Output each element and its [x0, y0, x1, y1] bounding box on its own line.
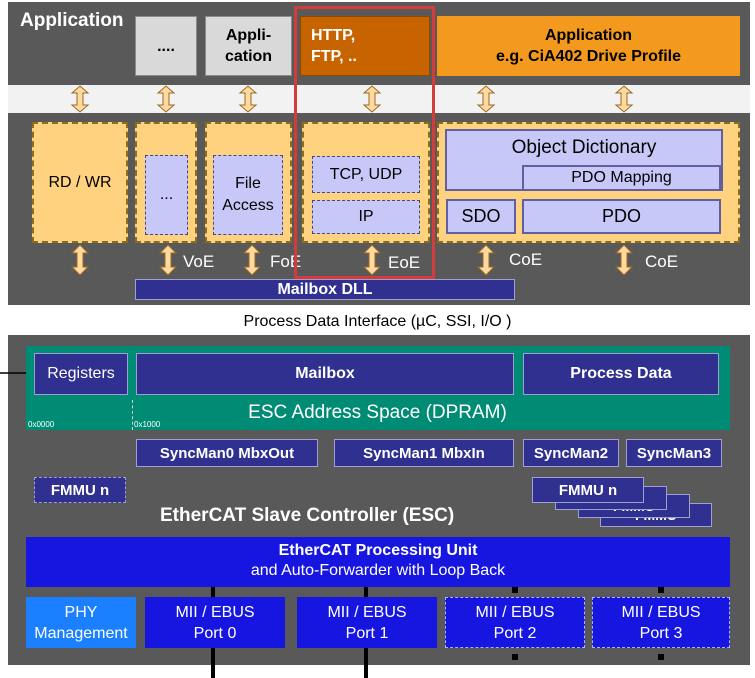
- syncman3-box: SyncMan3: [626, 439, 722, 467]
- tcp-udp-box: TCP, UDP: [312, 156, 420, 193]
- port0-line-top: [211, 587, 215, 597]
- process-data-box: Process Data: [523, 353, 719, 395]
- port2-line-top: [512, 587, 518, 593]
- foe-label: FoE: [270, 252, 302, 271]
- address-space-label: ESC Address Space (DPRAM): [248, 402, 507, 423]
- registers-box: Registers: [34, 353, 128, 395]
- arrow-app-coe-left: [476, 85, 496, 113]
- arrow-coe-right-down: [614, 244, 634, 276]
- arrow-app-dots: [156, 85, 176, 113]
- ip-box: IP: [312, 200, 420, 234]
- tcp-udp-label: TCP, UDP: [329, 165, 403, 183]
- mailbox-dll-label: Mailbox DLL: [277, 280, 373, 298]
- mailbox-dll-bar: Mailbox DLL: [135, 279, 515, 300]
- port3-box: MII / EBUS Port 3: [592, 597, 730, 648]
- port3-label: MII / EBUS Port 3: [621, 603, 701, 642]
- app-drive-profile-label: Application e.g. CiA402 Drive Profile: [496, 27, 681, 65]
- coe-right-label: CoE: [645, 252, 679, 271]
- fmmu-left-label: FMMU n: [50, 481, 110, 499]
- app-dots-label: ....: [157, 37, 175, 55]
- processing-unit-title: EtherCAT Processing Unit: [278, 542, 478, 559]
- port2-box: MII / EBUS Port 2: [445, 597, 585, 648]
- mailbox-box: Mailbox: [136, 353, 514, 395]
- port2-label: MII / EBUS Port 2: [475, 603, 555, 642]
- addr-0000-label: 0x0000: [28, 420, 55, 429]
- arrow-foe-down: [242, 244, 262, 276]
- pdo-label: PDO: [601, 206, 641, 226]
- port1-line-bottom: [364, 648, 368, 678]
- file-access-label: File Access: [222, 175, 274, 214]
- syncman2-box: SyncMan2: [523, 439, 619, 467]
- sdo-label: SDO: [461, 206, 501, 226]
- syncman0-label: SyncMan0 MbxOut: [159, 444, 295, 462]
- syncman3-label: SyncMan3: [636, 444, 712, 462]
- fmmu-right-box: FMMU n: [532, 477, 644, 503]
- app-drive-profile-box: Application e.g. CiA402 Drive Profile: [437, 16, 740, 76]
- port0-box: MII / EBUS Port 0: [145, 597, 285, 648]
- port3-line-bottom: [658, 654, 664, 660]
- port0-line-bottom: [211, 648, 215, 678]
- port1-label: MII / EBUS Port 1: [327, 603, 407, 642]
- sdo-box: SDO: [446, 199, 516, 234]
- arrow-app-appli: [238, 85, 258, 113]
- arrow-app-rdwr: [70, 85, 90, 113]
- syncman1-box: SyncMan1 MbxIn: [334, 439, 514, 467]
- application-label: Application: [20, 10, 124, 31]
- syncman2-label: SyncMan2: [533, 444, 609, 462]
- port1-box: MII / EBUS Port 1: [297, 597, 437, 648]
- arrow-app-http: [362, 85, 382, 113]
- app-application-label: Appli- cation: [224, 27, 273, 65]
- address-divider: [132, 400, 133, 430]
- app-application-box: Appli- cation: [205, 16, 292, 76]
- addr-1000-label: 0x1000: [134, 420, 161, 429]
- arrow-voe-down: [158, 244, 178, 276]
- rdwr-box: RD / WR: [32, 122, 128, 243]
- coe-left-label: CoE: [509, 250, 543, 269]
- voe-label: VoE: [183, 252, 215, 271]
- pdo-box: PDO: [522, 199, 721, 234]
- app-http-box: HTTP, FTP, ..: [300, 16, 430, 76]
- syncman1-label: SyncMan1 MbxIn: [363, 444, 485, 462]
- pdo-mapping-label: PDO Mapping: [571, 169, 672, 186]
- ip-label: IP: [358, 208, 374, 225]
- esc-title: EtherCAT Slave Controller (ESC): [160, 505, 455, 526]
- voe-inner-label: ...: [159, 186, 174, 203]
- phy-management-box: PHY Management: [26, 597, 136, 648]
- eoe-highlight-frame: [294, 6, 435, 279]
- processing-unit-subtitle: and Auto-Forwarder with Loop Back: [250, 562, 506, 579]
- syncman0-box: SyncMan0 MbxOut: [136, 439, 318, 467]
- object-dictionary-label: Object Dictionary: [511, 137, 657, 158]
- arrow-app-coe-right: [614, 85, 634, 113]
- port3-line-top: [658, 587, 664, 593]
- fmmu-left-box: FMMU n: [34, 477, 126, 503]
- app-http-label: HTTP, FTP, ..: [311, 27, 357, 65]
- voe-inner-box: ...: [145, 155, 188, 235]
- phy-management-label: PHY Management: [34, 603, 128, 642]
- processing-unit-box: EtherCAT Processing Unit and Auto-Forwar…: [26, 537, 730, 587]
- arrow-rdwr-down: [70, 244, 90, 276]
- port2-line-bottom: [512, 654, 518, 660]
- registers-label: Registers: [47, 365, 115, 382]
- pdo-mapping-box: PDO Mapping: [522, 165, 721, 191]
- mailbox-label: Mailbox: [295, 365, 355, 382]
- arrow-coe-left-down: [476, 244, 496, 276]
- arrow-eoe-down: [362, 244, 382, 276]
- port1-line-top: [364, 587, 368, 597]
- pdi-label: Process Data Interface (µC, SSI, I/O ): [243, 313, 512, 330]
- rdwr-label: RD / WR: [48, 173, 112, 191]
- app-dots-box: ....: [135, 16, 197, 76]
- port0-label: MII / EBUS Port 0: [175, 603, 255, 642]
- process-data-label: Process Data: [570, 365, 672, 382]
- file-access-box: File Access: [213, 155, 283, 235]
- eoe-label: EoE: [388, 253, 421, 272]
- fmmu-right-label: FMMU n: [558, 481, 618, 499]
